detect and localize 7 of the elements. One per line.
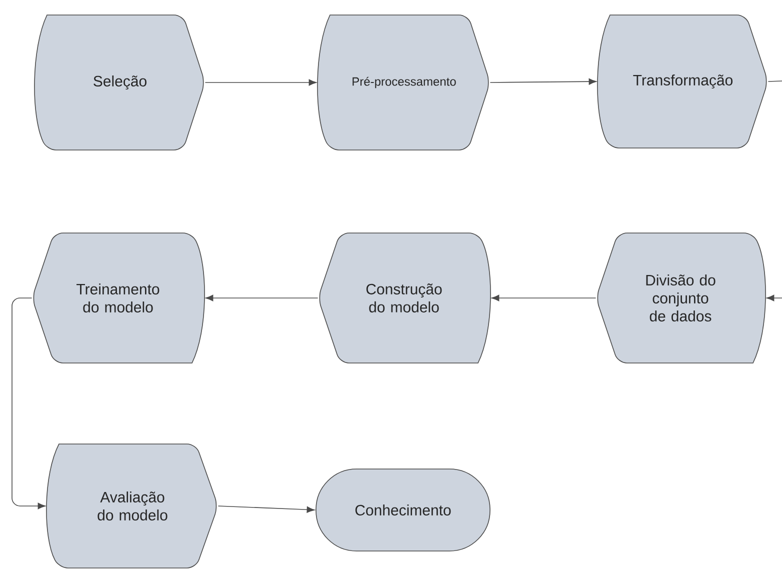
arrow [218, 506, 315, 513]
arrow [766, 294, 782, 302]
arrow [12, 298, 46, 510]
arrow [204, 79, 317, 86]
arrow [205, 294, 318, 302]
arrow [490, 78, 597, 85]
arrow [491, 294, 596, 302]
